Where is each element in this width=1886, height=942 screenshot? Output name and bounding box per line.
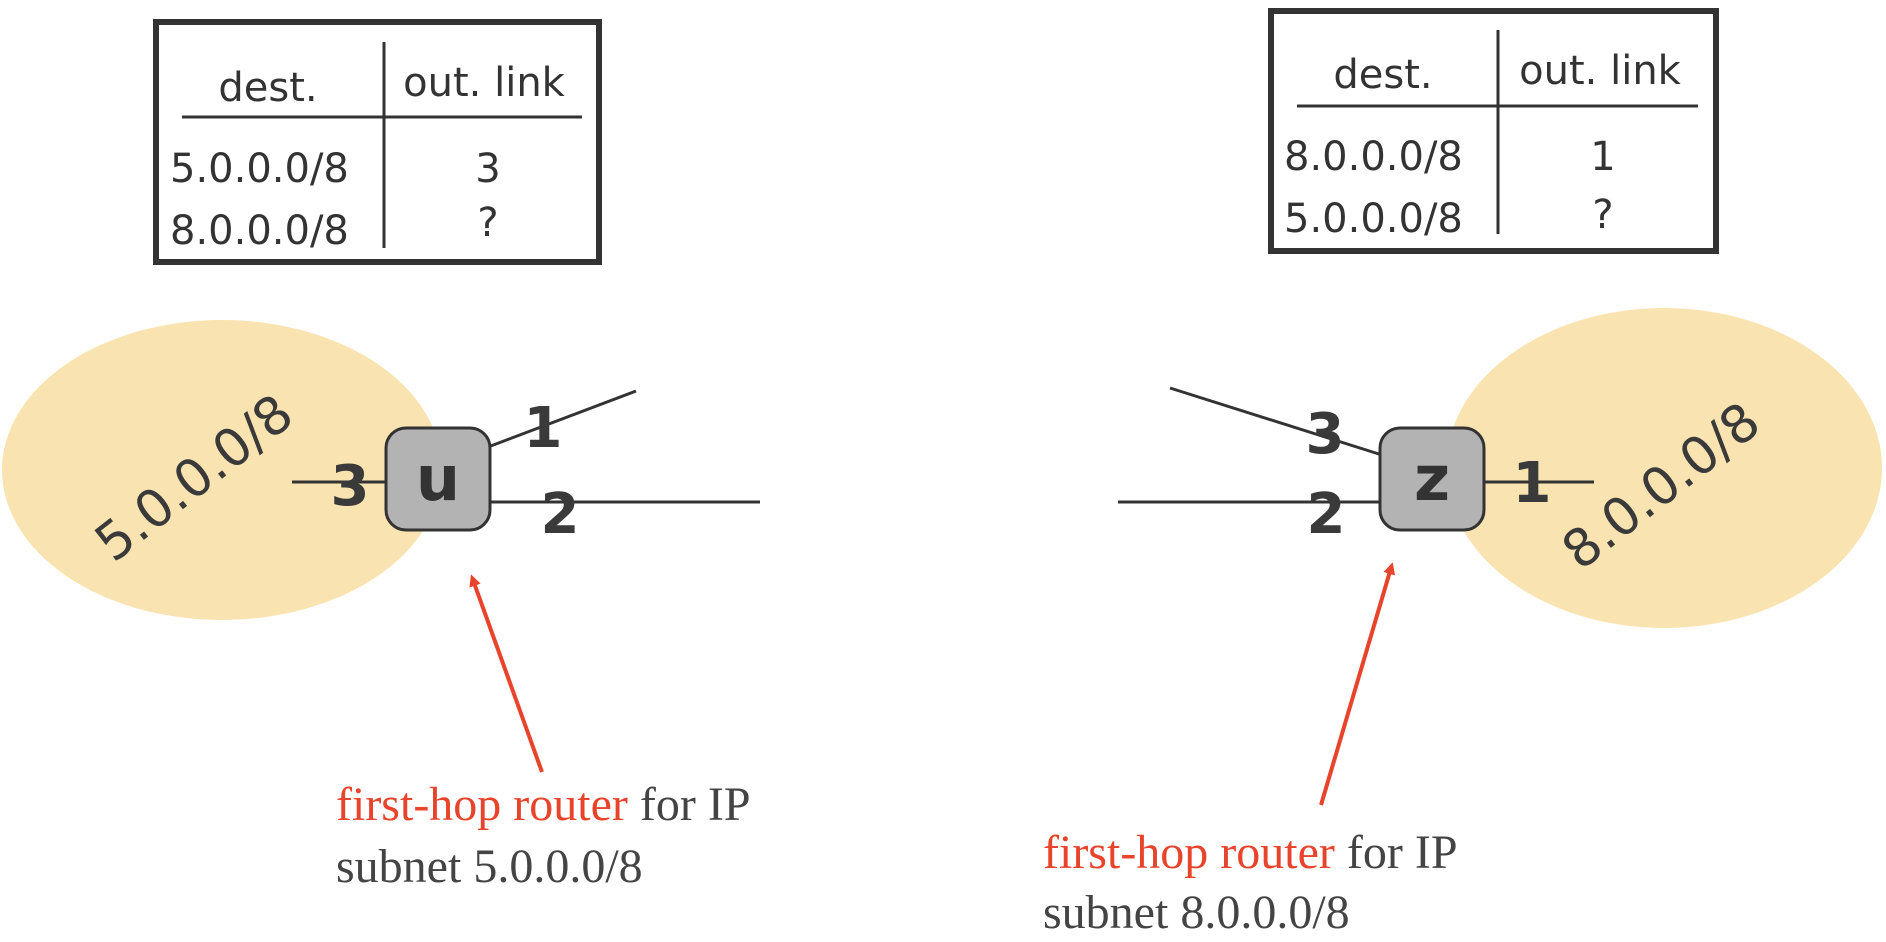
subnet-area-right: [1446, 308, 1882, 628]
router-label: u: [416, 442, 460, 515]
port-label-2: 2: [541, 482, 580, 547]
router-label: z: [1414, 442, 1450, 515]
table-cell-dest: 8.0.0.0/8: [1284, 134, 1463, 180]
arrow-to-router-u: [469, 574, 544, 773]
caption-rest: for IP: [1335, 826, 1458, 879]
subnet-area-left: [2, 320, 442, 620]
port-label-2: 2: [1307, 482, 1346, 547]
port-label-1: 1: [524, 396, 563, 461]
table-border: [1268, 8, 1719, 254]
router-u: u: [384, 426, 492, 532]
arrow-to-router-z: [1319, 562, 1396, 806]
table-header-out-link: out. link: [403, 60, 566, 106]
table-header-dest: dest.: [218, 65, 317, 111]
table-border: [153, 19, 602, 265]
router-z: z: [1378, 426, 1486, 532]
table-cell-dest: 8.0.0.0/8: [170, 208, 349, 254]
port-label-1: 1: [1513, 451, 1552, 516]
forwarding-table-u: dest. out. link 5.0.0.0/8 3 8.0.0.0/8 ?: [153, 19, 602, 265]
table-cell-link: ?: [1592, 192, 1613, 238]
caption-highlight: first-hop router: [1043, 826, 1335, 879]
table-header-out-link: out. link: [1519, 48, 1682, 94]
link-u-port-1: [487, 389, 637, 449]
table-cell-link: 1: [1590, 134, 1615, 180]
caption-right-line1: first-hop router for IP: [1043, 826, 1458, 879]
caption-rest: for IP: [628, 778, 751, 831]
port-label-3: 3: [331, 454, 370, 519]
router-box: [1378, 426, 1486, 532]
router-box: [384, 426, 492, 532]
caption-highlight: first-hop router: [336, 778, 628, 831]
table-cell-dest: 5.0.0.0/8: [1284, 196, 1463, 242]
table-cell-link: ?: [477, 200, 498, 246]
table-cell-dest: 5.0.0.0/8: [170, 146, 349, 192]
link-z-port-3: [1169, 386, 1383, 457]
caption-right-line2: subnet 8.0.0.0/8: [1043, 886, 1350, 939]
table-header-dest: dest.: [1333, 52, 1432, 98]
table-cell-link: 3: [475, 146, 500, 192]
caption-left-line1: first-hop router for IP: [336, 778, 751, 831]
caption-left-line2: subnet 5.0.0.0/8: [336, 840, 643, 893]
port-label-3: 3: [1306, 402, 1345, 467]
forwarding-table-z: dest. out. link 8.0.0.0/8 1 5.0.0.0/8 ?: [1268, 8, 1719, 254]
